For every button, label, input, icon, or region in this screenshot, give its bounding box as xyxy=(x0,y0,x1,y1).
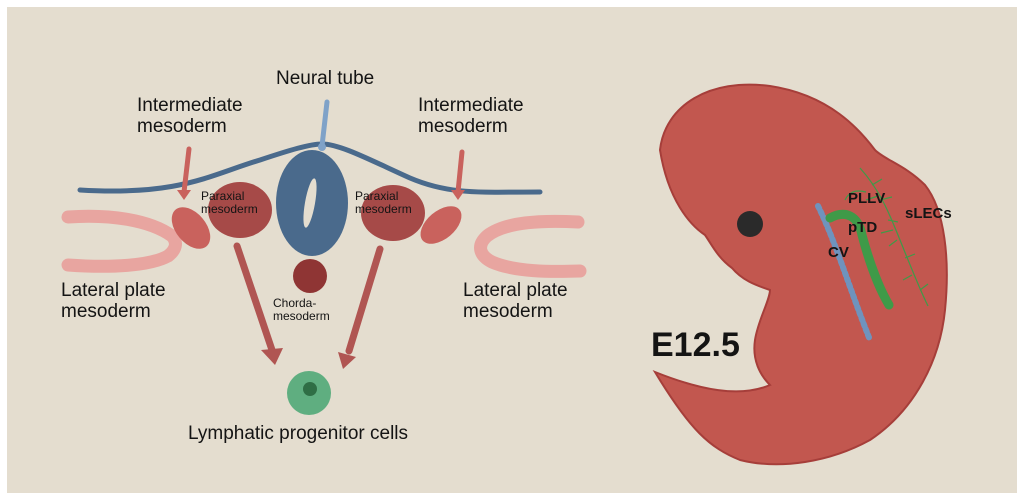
cv-label: CV xyxy=(828,244,849,261)
label-line: mesoderm xyxy=(137,116,227,138)
intermediate-mesoderm-right-label: Intermediate mesoderm xyxy=(418,95,524,138)
intermediate-pointer-right xyxy=(455,149,465,195)
cv-vessel xyxy=(815,203,873,343)
label-line: mesoderm xyxy=(463,301,553,323)
ptd-vessel xyxy=(825,209,894,310)
embryo-eye xyxy=(737,211,763,237)
label-line: Lateral plate xyxy=(463,280,568,301)
label-line: Intermediate xyxy=(137,95,243,116)
label-line: Lateral plate xyxy=(61,280,166,301)
lateral-plate-mesoderm-left xyxy=(61,209,182,273)
intermediate-mesoderm-right xyxy=(420,206,462,244)
intermediate-mesoderm-left xyxy=(171,207,211,249)
paraxial-mesoderm-left xyxy=(208,182,272,238)
paraxial-mesoderm-right xyxy=(361,185,425,241)
chordamesoderm xyxy=(293,259,327,293)
neural-tube-pointer xyxy=(319,99,330,149)
neural-tube-label: Neural tube xyxy=(276,68,375,89)
slecs-network xyxy=(844,167,929,307)
intermediate-mesoderm-left-label: Intermediate mesoderm xyxy=(137,95,243,138)
embryo-diagram xyxy=(652,83,948,466)
intermediate-pointer-left xyxy=(181,146,192,195)
paraxial-mesoderm-left-label: Paraxial mesoderm xyxy=(201,189,258,217)
lymphatic-progenitor-label: Lymphatic progenitor cells xyxy=(188,423,409,444)
stage-label: E12.5 xyxy=(651,326,740,364)
label-line: mesoderm xyxy=(355,202,412,217)
label-line: mesoderm xyxy=(201,202,258,217)
label-line: mesoderm xyxy=(61,301,151,323)
lateral-plate-mesoderm-right xyxy=(474,214,587,278)
label-line: mesoderm xyxy=(273,309,330,324)
pllv-label: PLLV xyxy=(848,190,886,207)
lateral-plate-mesoderm-right-label: Lateral plate mesoderm xyxy=(463,280,568,323)
chordamesoderm-label: Chorda- mesoderm xyxy=(273,296,330,324)
label-line: Paraxial xyxy=(201,189,245,203)
label-line: mesoderm xyxy=(418,116,508,138)
arrow-right xyxy=(345,245,384,355)
slecs-label: sLECs xyxy=(905,205,952,222)
label-line: Intermediate xyxy=(418,95,524,116)
neural-tube-lumen xyxy=(303,178,317,228)
cross-section-diagram xyxy=(61,99,587,415)
arrow-left xyxy=(233,242,276,354)
paraxial-mesoderm-right-label: Paraxial mesoderm xyxy=(355,189,412,217)
label-line: Paraxial xyxy=(355,189,399,203)
ptd-label: pTD xyxy=(848,219,878,236)
label-line: Chorda- xyxy=(273,296,317,310)
embryo-body xyxy=(652,83,948,466)
lateral-plate-mesoderm-left-label: Lateral plate mesoderm xyxy=(61,280,166,323)
